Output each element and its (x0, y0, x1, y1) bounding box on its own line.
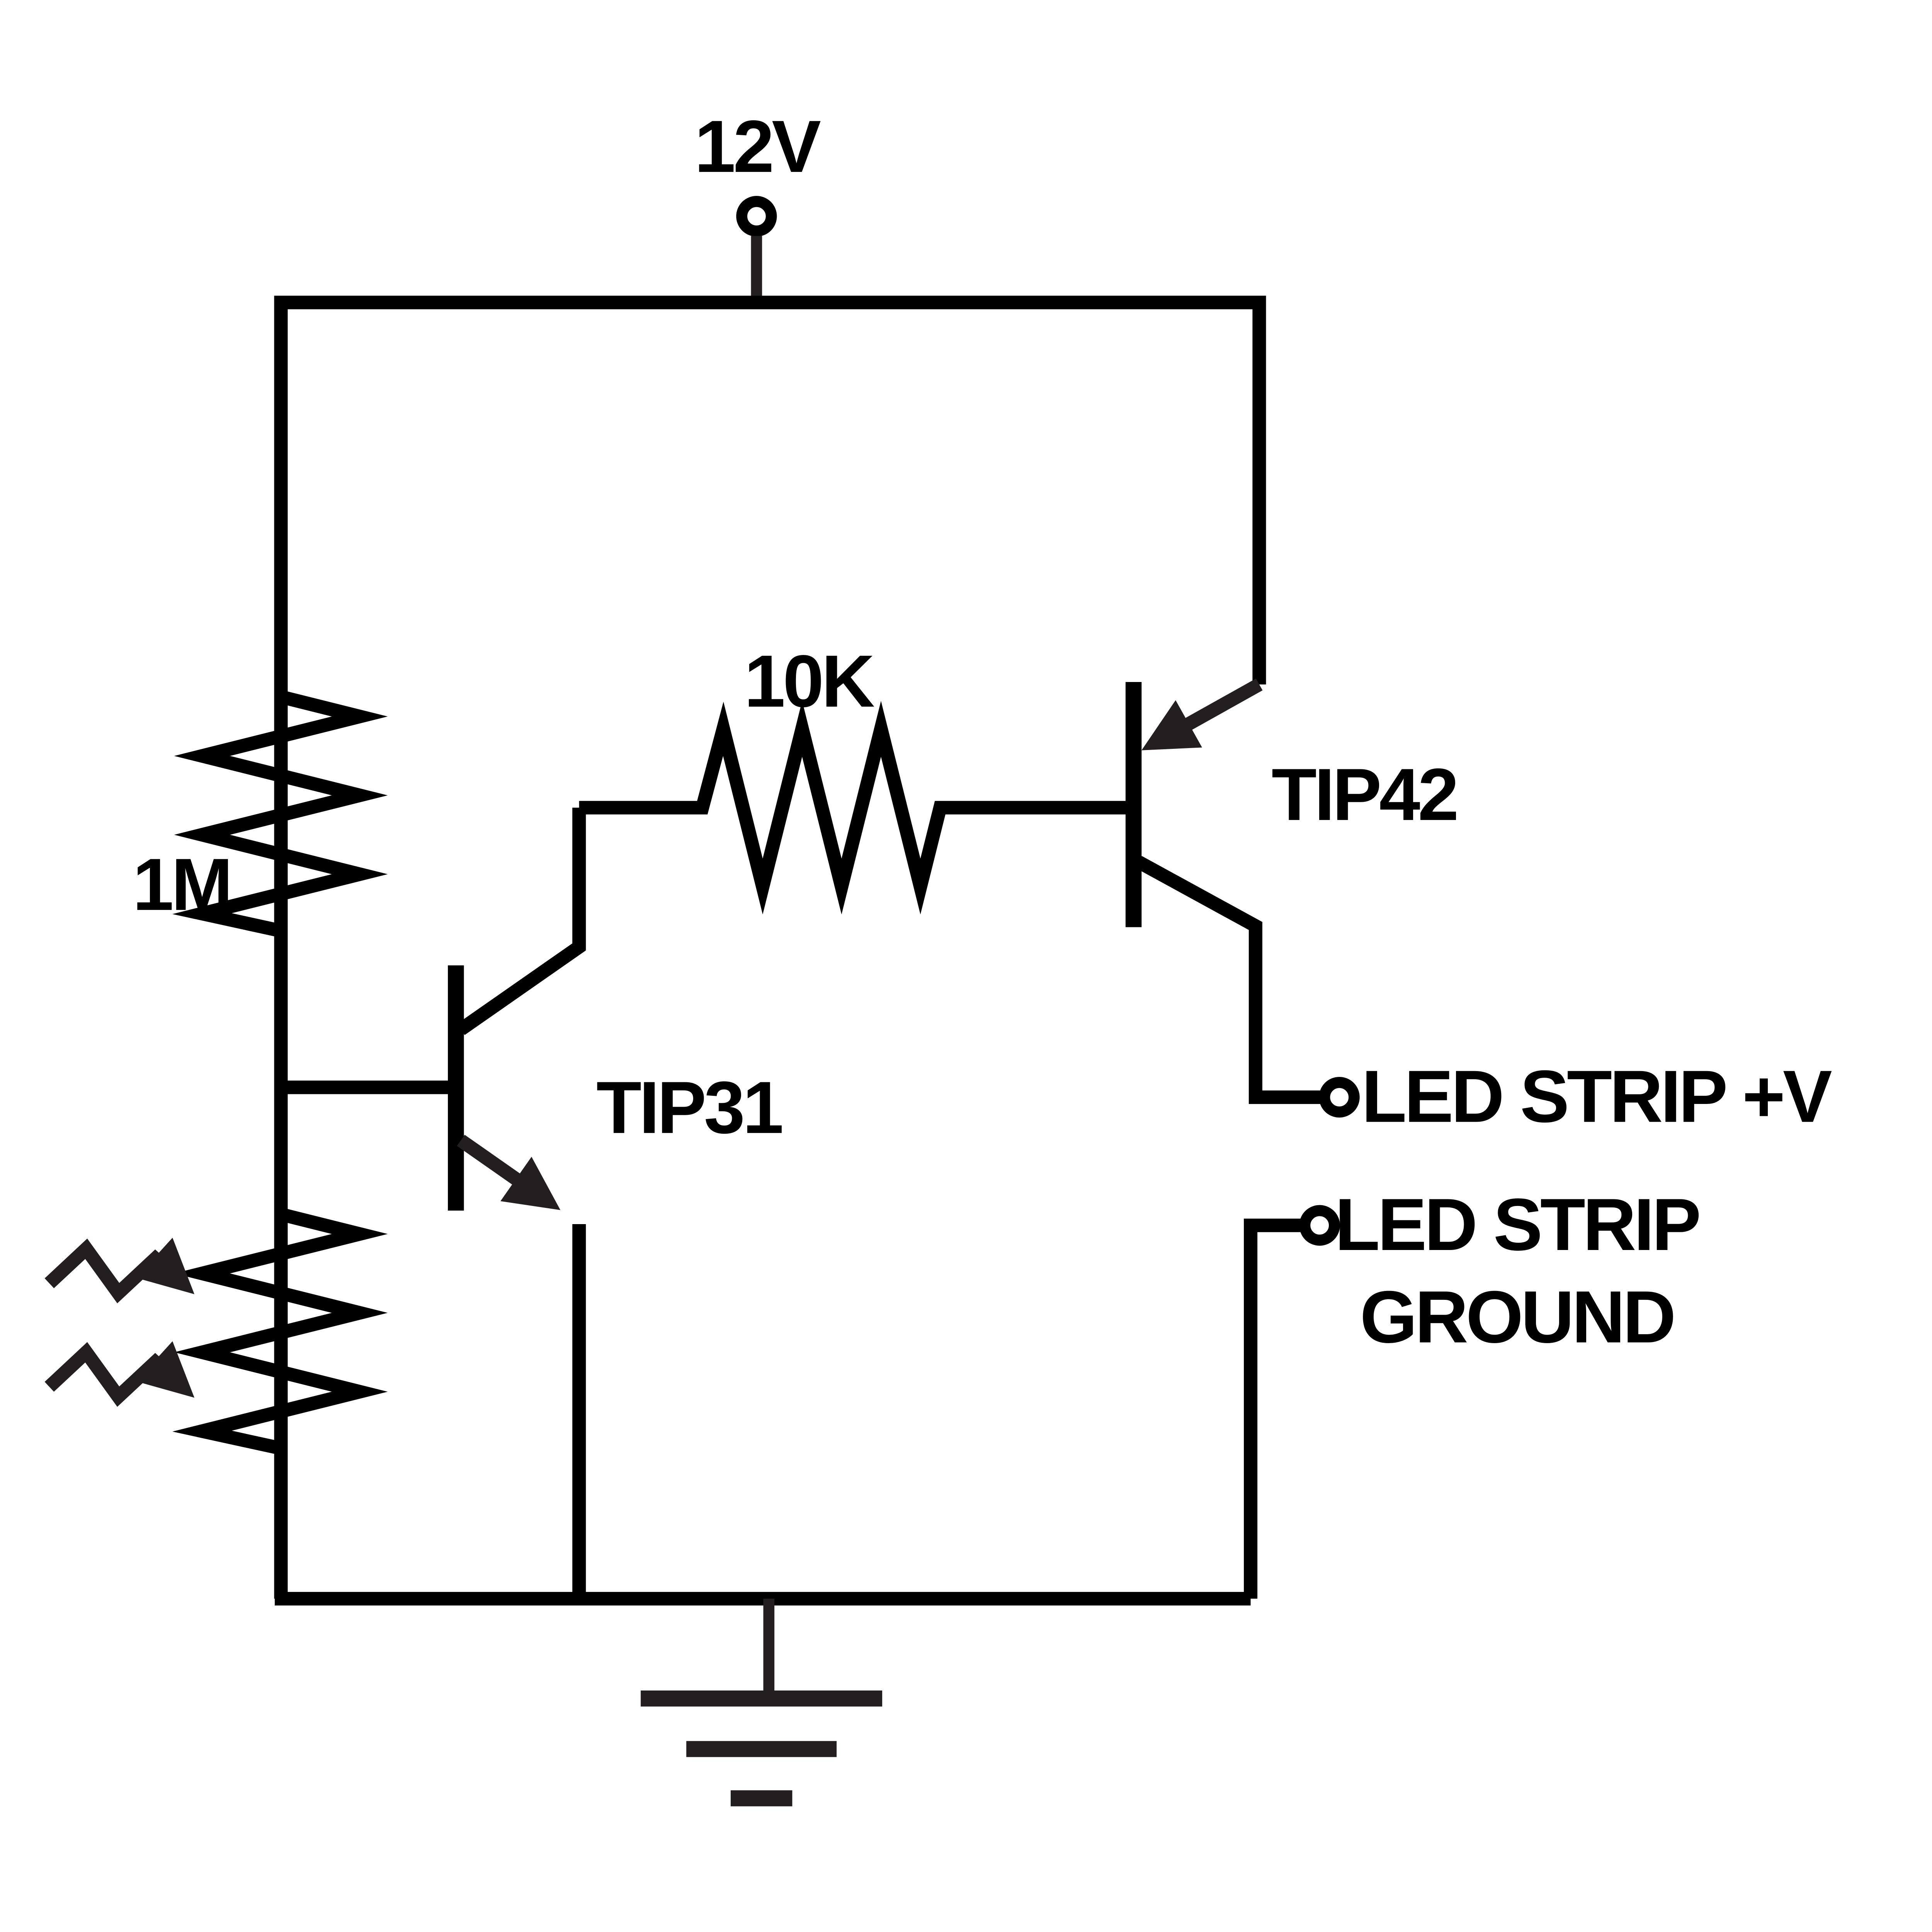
supply-terminal-circle (736, 196, 777, 237)
resistor-1m-zigzag (172, 690, 388, 938)
resistor-10k-label: 10K (744, 640, 874, 723)
resistor-1m: 1M (133, 690, 388, 938)
led-strip-positive-label: LED STRIP +V (1362, 1055, 1832, 1138)
led-strip-ground-wire (1244, 1218, 1301, 1599)
tip31-collector-wire (457, 808, 586, 1035)
photoresistor-zigzag (172, 1208, 388, 1455)
resistor-10k-zigzag (579, 701, 1128, 915)
transistor-tip42: TIP42 (1125, 679, 1459, 1104)
light-arrow-icon (44, 1341, 195, 1407)
earth-ground-symbol (641, 1599, 883, 1806)
supply-label: 12V (694, 105, 821, 188)
tip42-collector-wire (1135, 856, 1321, 1104)
tip31-emitter-arrow-icon (457, 1134, 561, 1210)
photoresistor-ldr (44, 1208, 388, 1455)
transistor-tip42-label: TIP42 (1272, 753, 1457, 836)
light-arrow-icon (44, 1238, 195, 1304)
transistor-tip31: TIP31 (281, 808, 784, 1599)
rail-top-and-sides (274, 296, 1266, 1599)
led-strip-positive-circle (1319, 1077, 1360, 1118)
led-strip-ground-terminal: LED STRIP GROUND (1244, 1183, 1701, 1599)
led-strip-ground-label-line2: GROUND (1360, 1276, 1673, 1358)
supply-terminal-12v: 12V (694, 105, 823, 308)
led-strip-ground-label-line1: LED STRIP (1335, 1183, 1699, 1266)
led-strip-ground-circle (1299, 1205, 1340, 1246)
transistor-tip31-label: TIP31 (596, 1066, 782, 1149)
tip42-emitter-arrow-icon (1141, 679, 1263, 750)
led-strip-positive-terminal: LED STRIP +V (1319, 1055, 1834, 1138)
resistor-10k: 10K (579, 640, 1128, 915)
